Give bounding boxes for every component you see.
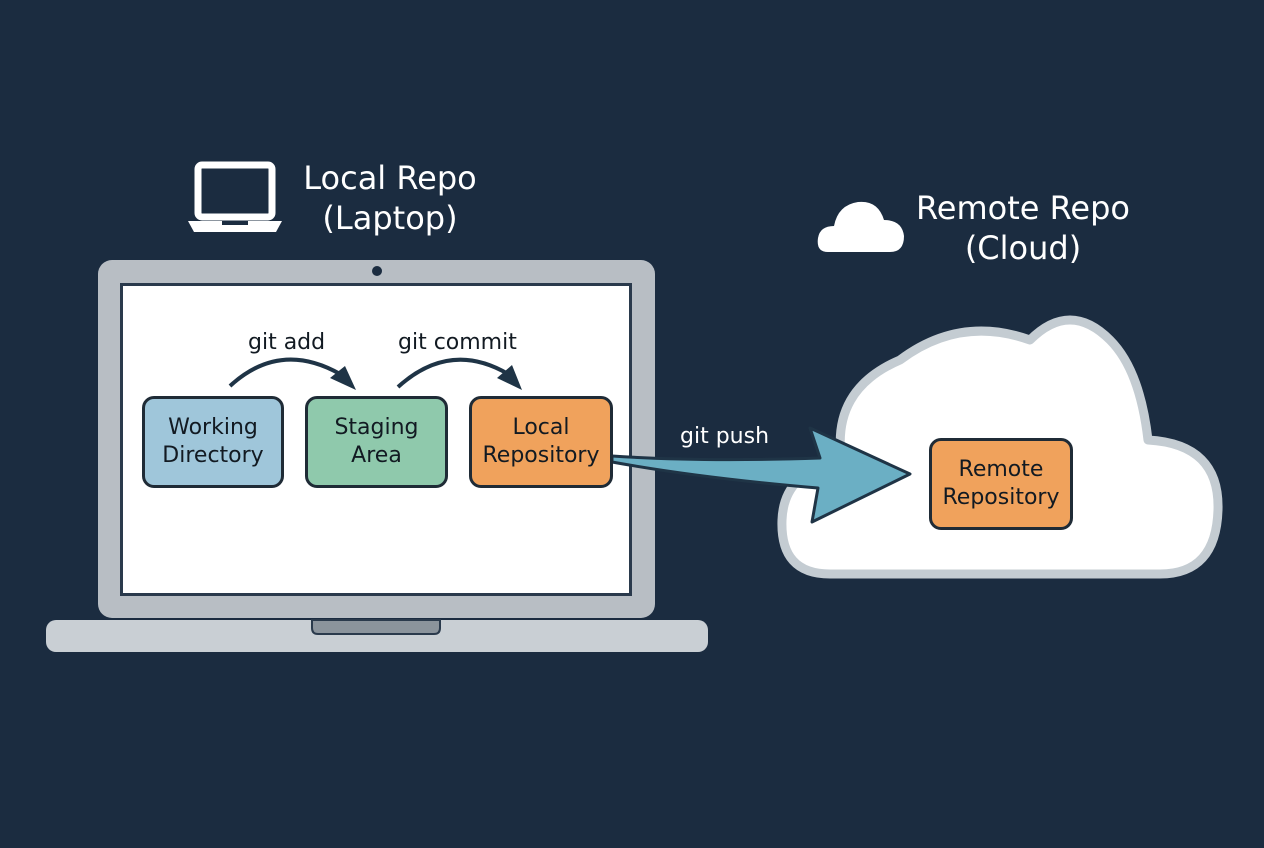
- laptop-notch: [311, 619, 441, 635]
- remote-repo-title-line2: (Cloud): [964, 229, 1082, 267]
- laptop-base: [46, 620, 708, 652]
- local-repo-title-line2: (Laptop): [322, 199, 458, 237]
- remote-repo-title: Remote Repo (Cloud): [908, 188, 1138, 268]
- git-add-arrow: [228, 357, 356, 390]
- remote-repository-box: Remote Repository: [929, 438, 1073, 530]
- git-push-arrow: [610, 426, 912, 524]
- local-repo-title: Local Repo (Laptop): [290, 158, 490, 238]
- remote-repo-title-line1: Remote Repo: [915, 189, 1130, 227]
- cloud-icon: [817, 201, 904, 252]
- local-repo-title-line1: Local Repo: [303, 159, 477, 197]
- webcam-icon: [372, 266, 382, 276]
- laptop-icon: [188, 161, 282, 232]
- local-repository-box: Local Repository: [469, 396, 613, 488]
- git-commit-arrow: [396, 357, 522, 390]
- git-commit-label: git commit: [398, 330, 517, 355]
- working-directory-box: Working Directory: [142, 396, 284, 488]
- git-push-label: git push: [680, 424, 770, 449]
- staging-area-box: Staging Area: [305, 396, 448, 488]
- git-add-label: git add: [248, 330, 326, 355]
